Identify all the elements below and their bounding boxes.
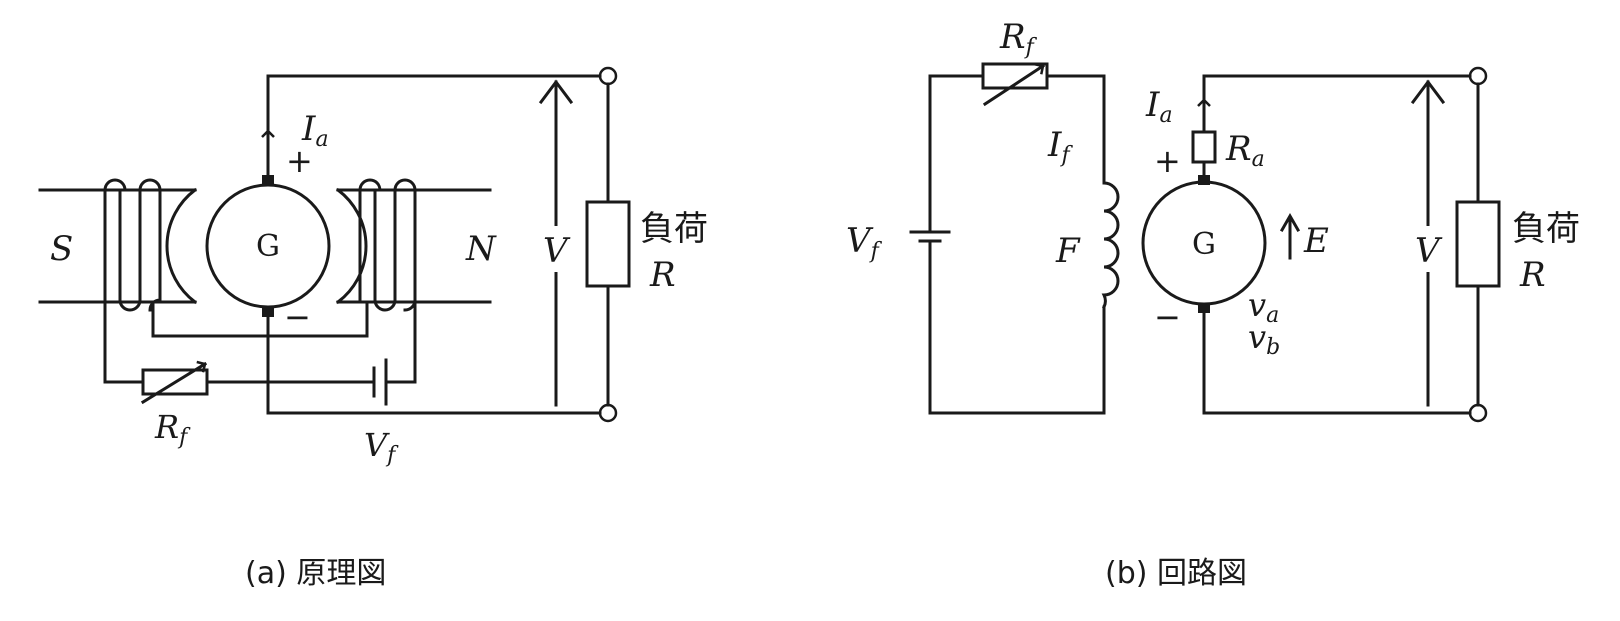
armature-resistor-b [1191, 130, 1217, 164]
field-wire-top-right-b [1045, 74, 1106, 185]
plus-sign-b: + [1154, 142, 1181, 180]
generator-label-b: G [1192, 227, 1216, 262]
caption-b: (b) 回路図 [1105, 556, 1247, 591]
field-coil-label-b: F [1055, 231, 1081, 271]
field-coil-b [1101, 181, 1120, 309]
current-label-b: Ia [1145, 85, 1173, 128]
voltage-arrowhead-b [1410, 79, 1446, 105]
rheostat-arrow-a [140, 360, 208, 405]
figure-a: S N G Ia + − V 負荷 R Rf Vf (a) 原理図 [38, 66, 708, 591]
current-label-a: Ia [301, 109, 329, 152]
generator-label-a: G [256, 229, 280, 264]
terminal-top-b [1468, 66, 1488, 86]
field-battery-a [372, 358, 388, 406]
minus-sign-b: − [1154, 298, 1181, 336]
output-wire-top-a [266, 74, 602, 177]
voltage-label-a: V [543, 231, 571, 271]
plus-sign-a: + [286, 142, 313, 180]
terminal-bottom-a [598, 403, 618, 423]
figure-b: Rf If F Vf Ia Ra + − G E va vb V 負荷 R (b… [846, 17, 1580, 591]
minus-sign-a: − [284, 298, 311, 336]
caption-a: (a) 原理図 [245, 556, 386, 591]
winding-link-wire [151, 300, 369, 338]
field-current-label-b: If [1047, 125, 1073, 168]
terminal-bottom-b [1468, 403, 1488, 423]
rheostat-label-a: Rf [154, 408, 191, 450]
load-r-label-a: R [649, 255, 676, 295]
load-resistor-a [585, 200, 631, 288]
load-r-label-b: R [1519, 255, 1546, 295]
voltage-label-bg-b [1418, 226, 1438, 272]
armature-r-label-b: Ra [1225, 129, 1265, 172]
emf-label-b: E [1303, 221, 1329, 261]
voltage-label-b: V [1415, 231, 1443, 271]
rheostat-label-b: Rf [999, 17, 1038, 60]
field-winding-right [358, 178, 417, 384]
pole-n-label: N [465, 229, 497, 269]
armature-wire-top-b [1202, 74, 1472, 134]
armature-wire-bottom-b [1202, 311, 1472, 415]
emf-arrowhead-b [1279, 212, 1301, 233]
brush-top-a [262, 175, 274, 185]
voltage-arrowhead-a [538, 79, 574, 105]
rheostat-arrow-b [982, 63, 1046, 107]
load-resistor-b [1455, 200, 1501, 288]
output-wire-bottom-a [266, 315, 602, 415]
va-label-b: va [1248, 286, 1279, 328]
field-source-label-b: Vf [846, 221, 883, 264]
vb-label-b: vb [1248, 318, 1280, 360]
field-battery-b [909, 230, 951, 243]
brush-bottom-a [262, 307, 274, 317]
field-wire-bottom-b [928, 239, 1106, 415]
field-wire-left [103, 328, 145, 384]
field-source-label-a: Vf [364, 426, 399, 468]
brush-bottom-b [1198, 303, 1210, 313]
pole-s-label: S [50, 229, 73, 269]
terminal-top-a [598, 66, 618, 86]
brush-top-b [1198, 175, 1210, 185]
voltage-label-bg-a [546, 226, 566, 272]
load-label-a: 負荷 [640, 209, 708, 249]
load-label-b: 負荷 [1512, 209, 1580, 249]
